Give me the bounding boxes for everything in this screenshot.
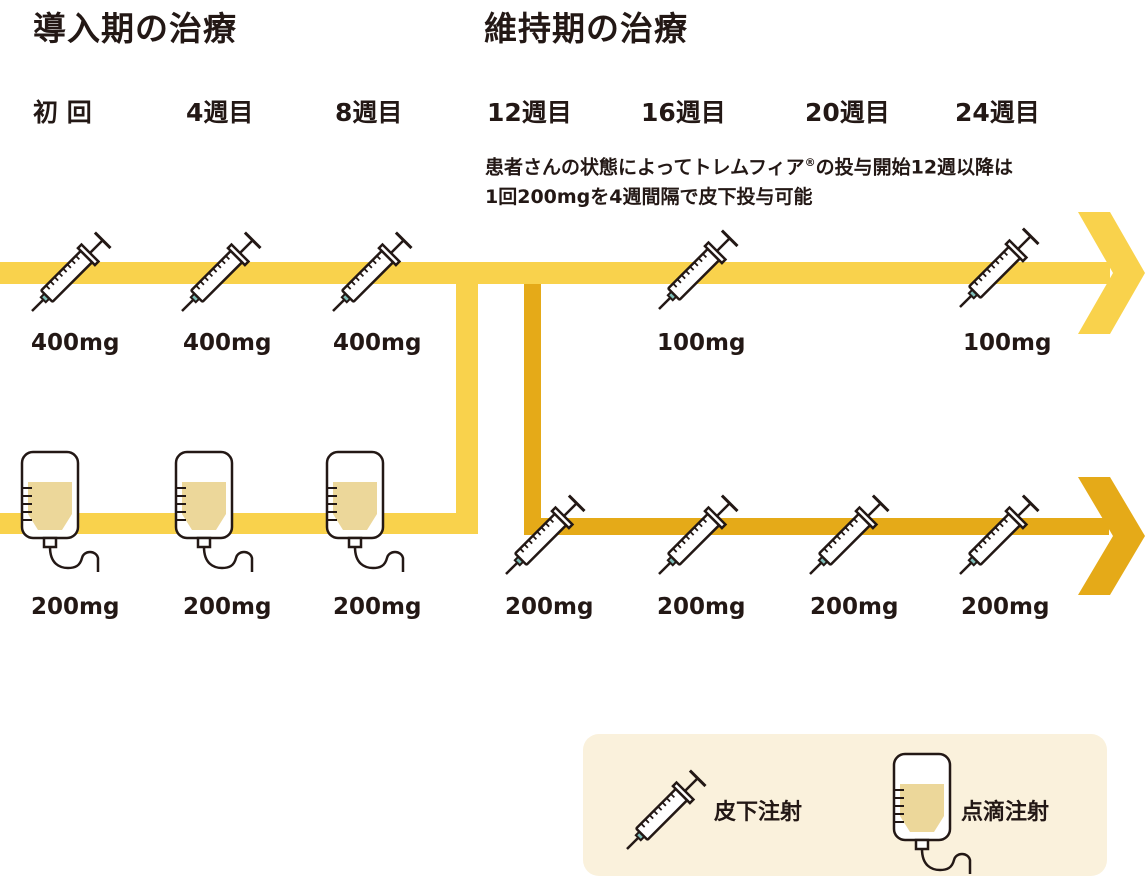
week-label: 20週目 (805, 98, 890, 127)
dose-label: 200mg (183, 594, 272, 620)
legend-iv-label: 点滴注射 (961, 800, 1050, 825)
dose-label: 100mg (963, 330, 1052, 356)
dose-label: 200mg (333, 594, 422, 620)
dose-label: 400mg (183, 330, 272, 356)
legend-syringe-icon (617, 768, 708, 859)
week-label: 4週目 (186, 98, 254, 127)
dose-label: 100mg (657, 330, 746, 356)
week-label: 16週目 (641, 98, 726, 127)
top-arrow (0, 212, 1145, 334)
maintenance-phase-title: 維持期の治療 (484, 9, 688, 48)
dose-label: 200mg (657, 594, 746, 620)
dose-label: 200mg (31, 594, 120, 620)
dose-label: 200mg (505, 594, 594, 620)
dosing-note: 患者さんの状態によってトレムフィア®の投与開始12週以降は 1回200mgを4週… (485, 156, 1014, 209)
week-label: 24週目 (955, 98, 1040, 127)
bottom-arrow (524, 284, 1145, 595)
induction-phase-title: 導入期の治療 (33, 9, 237, 48)
dose-label: 200mg (961, 594, 1050, 620)
legend-subcutaneous-label: 皮下注射 (714, 800, 803, 825)
week-label: 8週目 (335, 98, 403, 127)
dose-label: 400mg (31, 330, 120, 356)
week-label: 12週目 (487, 98, 572, 127)
dose-label: 400mg (333, 330, 422, 356)
dose-label: 200mg (810, 594, 899, 620)
legend-iv-bag-icon (892, 752, 972, 876)
week-label: 初 回 (33, 98, 92, 127)
